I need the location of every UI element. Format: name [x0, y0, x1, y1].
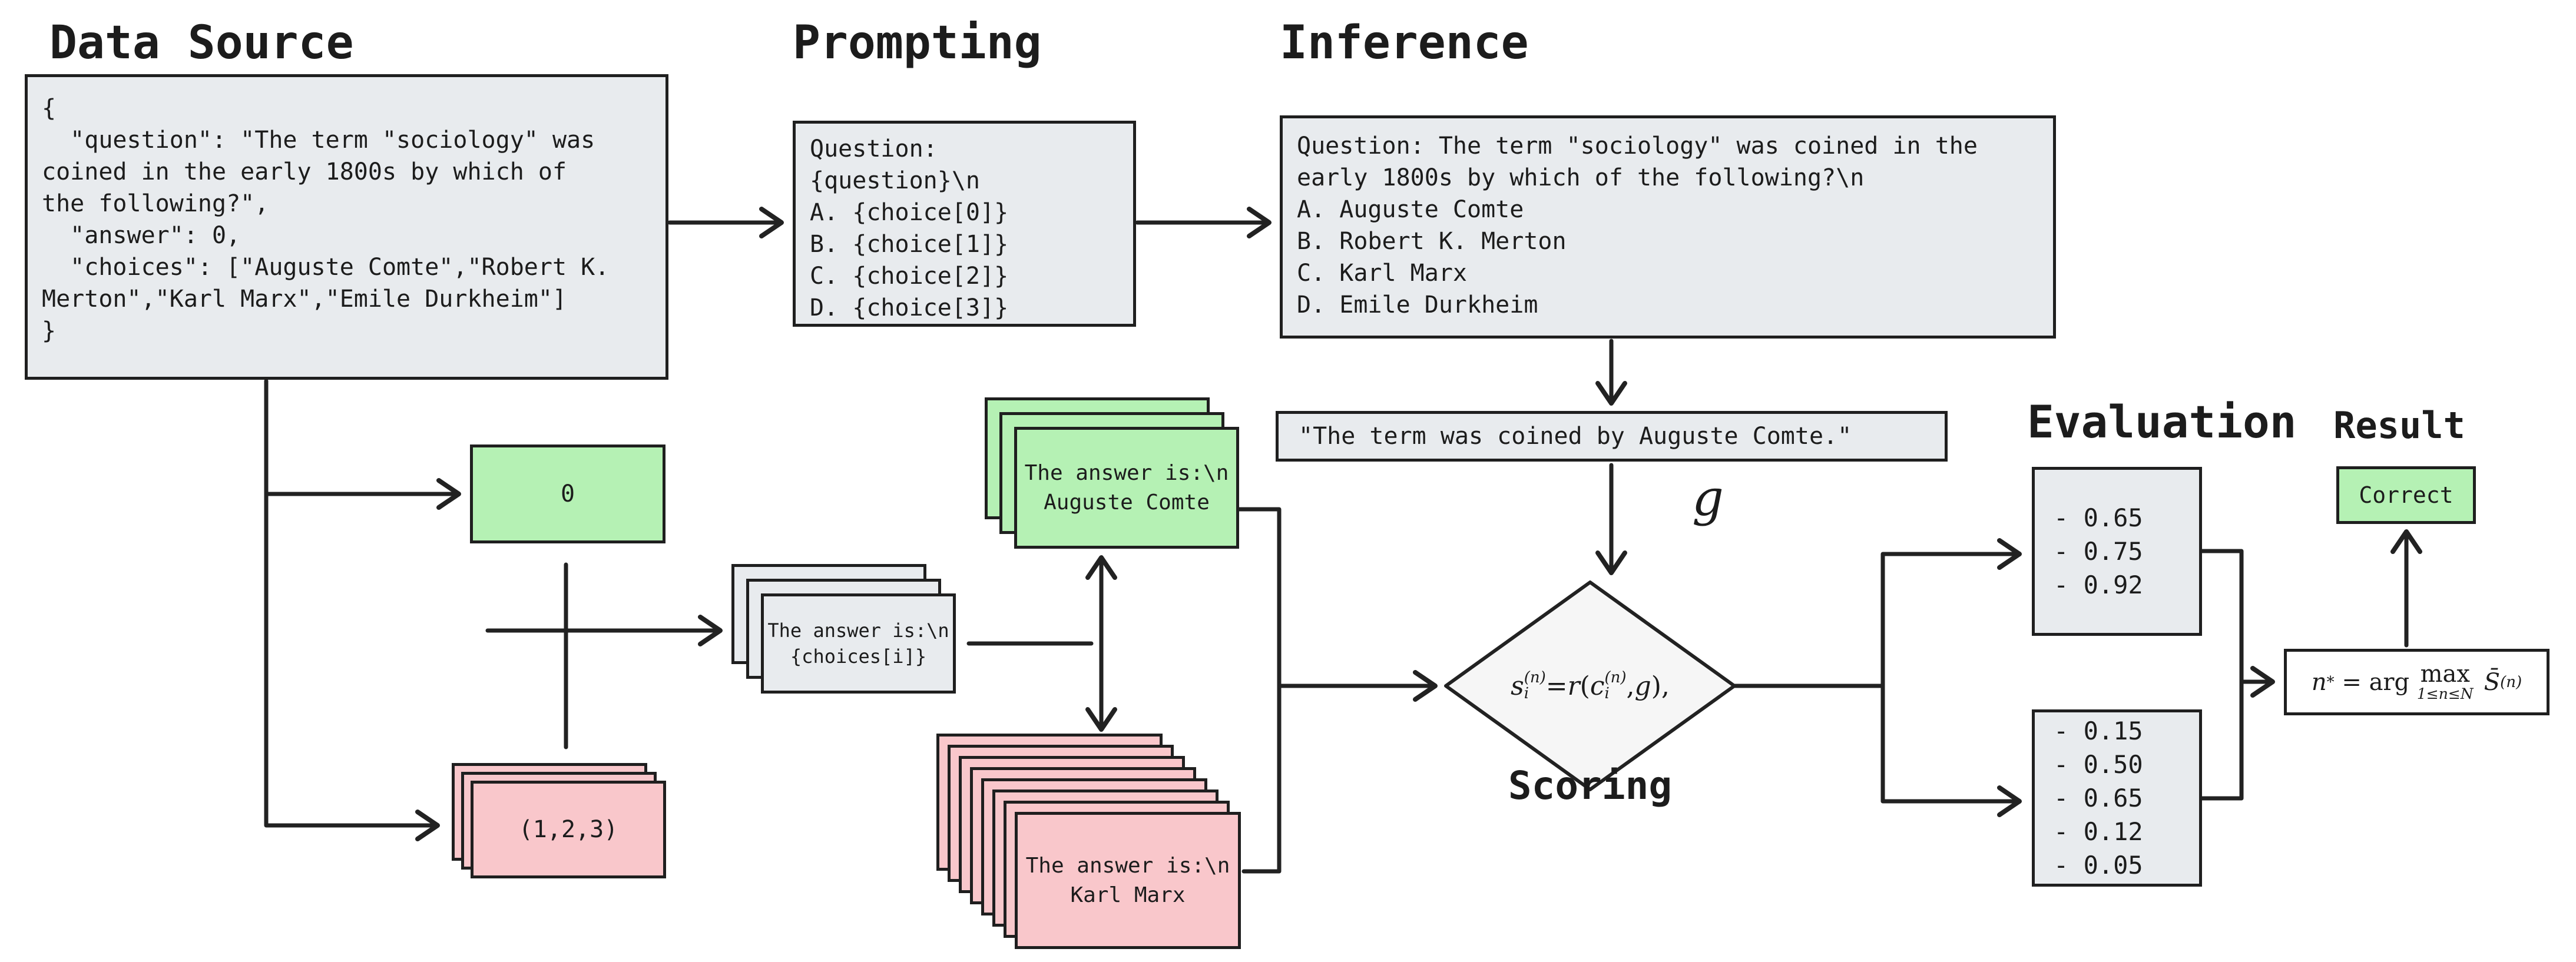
inference-prompt-box: Question: The term "sociology" was coine… [1280, 115, 2056, 339]
collector-answers-line [1237, 507, 1282, 874]
formula-sup: (n) [1524, 668, 1546, 686]
formula-term: r [1567, 671, 1580, 701]
formula-sup: (n) [2500, 673, 2522, 691]
score-value: - 0.65 [2054, 784, 2143, 812]
incorrect-answer-card: The answer is:\n Karl Marx [1015, 812, 1241, 949]
correct-answer-card: The answer is:\n Auguste Comte [1014, 427, 1239, 549]
formula-term: S̄ [2484, 668, 2501, 696]
choices-template-card: The answer is:\n {choices[i]} [761, 593, 956, 694]
formula-term: g [1634, 671, 1651, 701]
score-value: - 0.50 [2054, 750, 2143, 779]
result-correct-box: Correct [2336, 466, 2476, 524]
model-generation-box: "The term was coined by Auguste Comte." [1276, 411, 1948, 462]
score-value: - 0.05 [2054, 851, 2143, 880]
score-value: - 0.92 [2054, 570, 2143, 599]
formula-paren: ), [1651, 671, 1670, 701]
scoring-title: Scoring [1508, 763, 1673, 808]
formula-sub: i [1524, 685, 1529, 702]
prompting-title: Prompting [793, 16, 1042, 69]
formula-term: n [2311, 668, 2327, 696]
merge-bottom-scores-to-argmax [2200, 679, 2244, 801]
evaluation-title: Evaluation [2027, 396, 2297, 448]
formula-max: max [2420, 661, 2470, 688]
formula-sup: (n) [1604, 668, 1627, 686]
scoring-formula: s(n)i = r(c(n)i, g), [1446, 645, 1734, 727]
formula-paren: ( [1580, 671, 1590, 701]
formula-eq: = [1545, 671, 1568, 701]
formula-comma: , [1626, 671, 1635, 701]
branch-datasource-to-incorrect-indices [264, 379, 440, 841]
score-value: - 0.75 [2054, 537, 2143, 566]
formula-term: s [1511, 671, 1524, 701]
merge-top-scores-to-argmax [2200, 549, 2275, 698]
score-value: - 0.12 [2054, 817, 2143, 846]
prompt-template-box: Question: {question}\n A. {choice[0]} B.… [793, 121, 1136, 327]
incorrect-indices-card: (1,2,3) [471, 781, 666, 878]
data-source-title: Data Source [49, 16, 354, 69]
generation-symbol-g: g [1692, 469, 1724, 527]
formula-cond: 1≤n≤N [2416, 685, 2474, 703]
scoring-diamond [1444, 580, 1736, 791]
inference-title: Inference [1280, 16, 1529, 69]
score-value: - 0.15 [2054, 716, 2143, 745]
scores-box-incorrect: - 0.15 - 0.50 - 0.65 - 0.12 - 0.05 [2032, 709, 2202, 887]
formula-sub: i [1604, 685, 1610, 702]
fork-arrow-top-scores [1880, 538, 2022, 688]
answer-index-card: 0 [470, 444, 665, 543]
scores-box-correct: - 0.65 - 0.75 - 0.92 [2032, 467, 2202, 636]
result-title: Result [2333, 404, 2465, 447]
data-source-json-box: { "question": "The term "sociology" was … [25, 74, 668, 380]
formula-term: c [1590, 671, 1605, 701]
formula-eq: = arg [2334, 668, 2417, 696]
formula-sup: * [2326, 673, 2335, 691]
score-value: - 0.65 [2054, 503, 2143, 532]
fork-arrow-bottom-scores [1880, 684, 2022, 817]
